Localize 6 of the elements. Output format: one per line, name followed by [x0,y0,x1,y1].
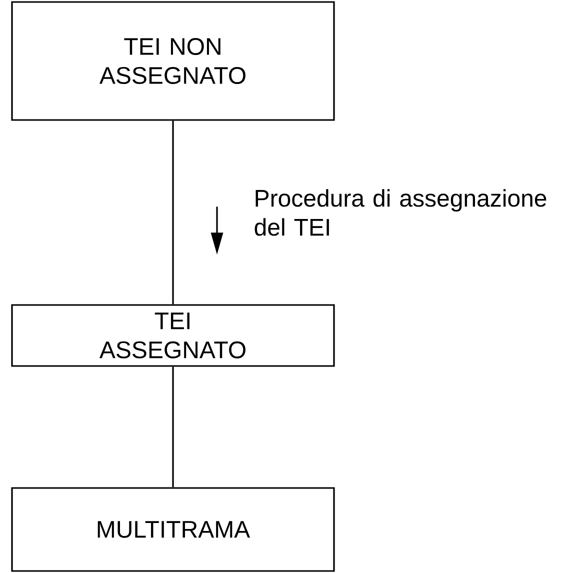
state-box: TEI NON ASSEGNATO [11,1,335,121]
edge-label: Procedura di assegnazione del TEI [254,189,546,236]
state-box: TEI ASSEGNATO [11,304,335,367]
state-box: MULTITRAMA [11,487,335,572]
connector-line [172,120,174,304]
connector-line [172,366,174,488]
